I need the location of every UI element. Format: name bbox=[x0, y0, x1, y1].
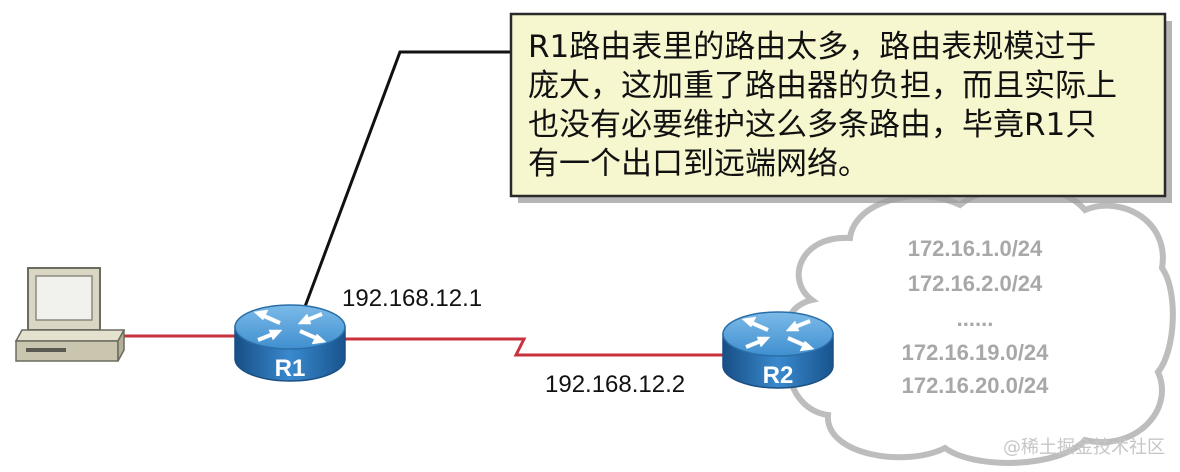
callout-text: R1路由表里的路由太多，路由表规模过于 庞大，这加重了路由器的负担，而且实际上 … bbox=[528, 28, 1156, 188]
r2-ip-address: 192.168.12.2 bbox=[545, 371, 685, 398]
watermark: @稀土掘金技术社区 bbox=[1003, 437, 1165, 458]
callout-line: 有一个出口到远端网络。 bbox=[528, 146, 869, 182]
pc-icon bbox=[14, 267, 126, 362]
router-top bbox=[722, 311, 834, 357]
pc-drive-slot bbox=[26, 348, 66, 352]
router-r1-label: R1 bbox=[275, 355, 306, 382]
cloud-network-label: 172.16.1.0/24 bbox=[908, 236, 1043, 261]
pc-screen bbox=[35, 275, 93, 321]
callout-line: 也没有必要维护这么多条路由，毕竟R1只 bbox=[528, 107, 1097, 143]
r1-ip-address: 192.168.12.1 bbox=[342, 285, 482, 312]
serial-link-r1-r2 bbox=[345, 337, 726, 357]
router-r1-icon: R1 bbox=[234, 304, 346, 382]
callout-box bbox=[509, 12, 1167, 198]
router-r2-icon: R2 bbox=[722, 311, 834, 389]
remote-network-cloud-icon: 172.16.1.0/24 172.16.2.0/24 ...... 172.1… bbox=[786, 183, 1176, 466]
router-r2-label: R2 bbox=[763, 362, 794, 389]
router-top bbox=[234, 304, 346, 350]
callout-line: 庞大，这加重了路由器的负担，而且实际上 bbox=[528, 68, 1117, 104]
callout-leader-line bbox=[301, 50, 512, 313]
cloud-network-label: 172.16.2.0/24 bbox=[908, 271, 1043, 296]
cloud-network-ellipsis: ...... bbox=[957, 306, 994, 331]
router-arrows-icon bbox=[253, 309, 327, 345]
callout-line: R1路由表里的路由太多，路由表规模过于 bbox=[528, 29, 1097, 65]
router-arrows-icon bbox=[741, 316, 815, 352]
pc-base-side bbox=[117, 329, 125, 362]
pc-base-top bbox=[14, 329, 126, 342]
cloud-network-label: 172.16.20.0/24 bbox=[902, 373, 1050, 398]
cloud-network-label: 172.16.19.0/24 bbox=[902, 340, 1050, 365]
